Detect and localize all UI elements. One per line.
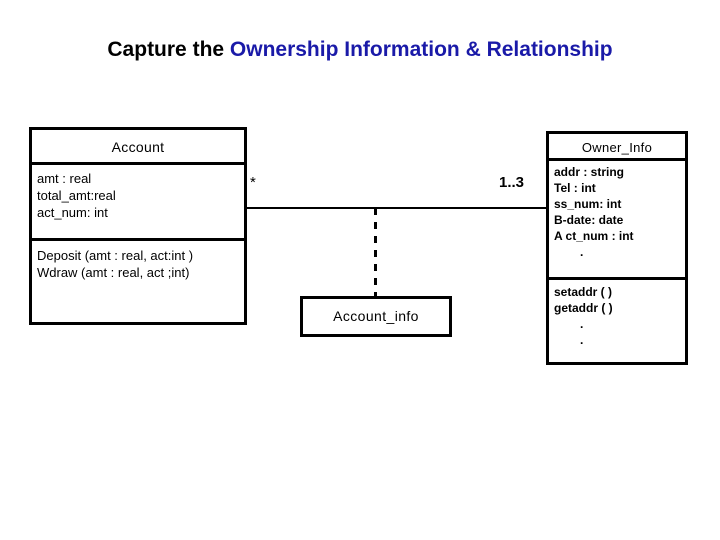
class-name-account-info: Account_info	[333, 308, 419, 324]
page-title: Capture the Ownership Information & Rela…	[60, 36, 660, 63]
method-ellipsis-dot: .	[580, 317, 584, 331]
method-item: getaddr ( )	[554, 301, 613, 315]
class-box-owner-info[interactable]: Owner_Info addr : string Tel : int ss_nu…	[546, 131, 688, 365]
method-ellipsis-dot: .	[580, 333, 584, 347]
attribute-item: ss_num: int	[554, 197, 622, 211]
methods-compartment-owner-info: setaddr ( ) getaddr ( ) . .	[549, 277, 685, 362]
class-name-account: Account	[32, 130, 244, 165]
attributes-compartment-owner-info: addr : string Tel : int ss_num: int B-da…	[549, 161, 685, 277]
method-item: Deposit (amt : real, act:int )	[37, 248, 194, 263]
attribute-item: addr : string	[554, 165, 625, 179]
page-title-prefix: Capture the	[107, 38, 230, 61]
attributes-compartment-account: amt : real total_amt:real act_num: int	[32, 165, 244, 238]
attribute-item: Tel : int	[554, 181, 596, 195]
method-item: Wdraw (amt : real, act ;int)	[37, 265, 190, 280]
attribute-item: total_amt:real	[37, 188, 116, 203]
association-class-dashed-link	[374, 208, 377, 298]
association-line	[247, 207, 546, 209]
attribute-ellipsis-dot: .	[580, 245, 584, 259]
multiplicity-label-right: 1..3	[499, 174, 525, 191]
association-class-box-account-info[interactable]: Account_info	[300, 296, 452, 337]
class-box-account[interactable]: Account amt : real total_amt:real act_nu…	[29, 127, 247, 325]
attribute-item: A ct_num : int	[554, 229, 634, 243]
attribute-item: B-date: date	[554, 213, 624, 227]
attribute-item: amt : real	[37, 171, 92, 186]
page-title-accent: Ownership Information & Relationship	[229, 38, 613, 61]
multiplicity-label-left: *	[250, 174, 256, 191]
class-name-owner-info: Owner_Info	[549, 134, 685, 161]
method-item: setaddr ( )	[554, 285, 613, 299]
attribute-item: act_num: int	[37, 205, 108, 220]
methods-compartment-account: Deposit (amt : real, act:int ) Wdraw (am…	[32, 238, 244, 322]
